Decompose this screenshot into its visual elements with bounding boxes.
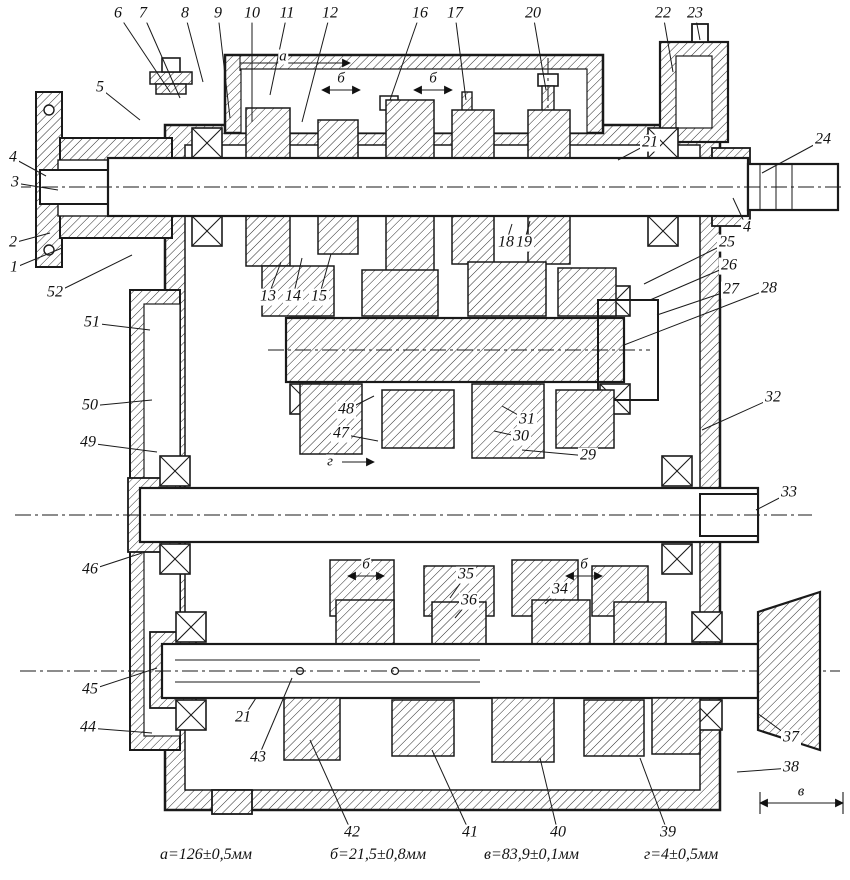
bevel-gear [756, 590, 822, 752]
part-number-7: 7 [137, 4, 149, 23]
part-number-25: 25 [717, 233, 737, 252]
part-number-3: 3 [9, 173, 21, 192]
dim-letter-б: б [361, 556, 371, 573]
part-number-28: 28 [759, 279, 779, 298]
dimension-b: б=21,5±0,8мм [330, 846, 427, 863]
dim-letter-а: а [278, 48, 288, 65]
part-number-35: 35 [456, 565, 476, 584]
part-number-44: 44 [78, 718, 98, 737]
part-number-2: 2 [7, 233, 19, 252]
dim-letter-г: г [326, 453, 334, 470]
part-number-34: 34 [550, 580, 570, 599]
part-number-47: 47 [331, 424, 351, 443]
part-number-8: 8 [179, 4, 191, 23]
part-number-40: 40 [548, 823, 568, 842]
dimension-arrows [239, 55, 844, 814]
dim-letter-в: в [796, 783, 806, 800]
part-number-10: 10 [242, 4, 262, 23]
gears-below-bottom-shaft [283, 697, 701, 763]
part-number-11: 11 [277, 4, 297, 23]
part-number-5: 5 [94, 78, 106, 97]
part-number-43: 43 [248, 748, 268, 767]
part-number-36: 36 [459, 591, 479, 610]
intermediate-shaft [268, 299, 659, 401]
part-number-51: 51 [82, 313, 102, 332]
part-number-20: 20 [523, 4, 543, 23]
dim-letter-б: б [336, 70, 346, 87]
part-number-15: 15 [309, 287, 329, 306]
part-number-41: 41 [460, 823, 480, 842]
dim-letter-б: б [428, 70, 438, 87]
part-number-14: 14 [283, 287, 303, 306]
part-number-19: 19 [514, 233, 534, 252]
part-number-39: 39 [658, 823, 678, 842]
part-number-48: 48 [336, 400, 356, 419]
part-number-32: 32 [763, 388, 783, 407]
dim-letter-б: б [579, 556, 589, 573]
part-number-4: 4 [7, 148, 19, 167]
dimension-g: г=4±0,5мм [644, 846, 719, 863]
part-number-9: 9 [212, 4, 224, 23]
part-number-27: 27 [721, 280, 741, 299]
part-number-42: 42 [342, 823, 362, 842]
part-number-38: 38 [781, 758, 801, 777]
part-number-12: 12 [320, 4, 340, 23]
part-number-4: 4 [741, 218, 753, 237]
part-number-23: 23 [685, 4, 705, 23]
part-number-26: 26 [719, 256, 739, 275]
part-number-37: 37 [781, 728, 801, 747]
part-number-24: 24 [813, 130, 833, 149]
dimension-v: в=83,9±0,1мм [484, 846, 579, 863]
part-number-16: 16 [410, 4, 430, 23]
dimension-a: а=126±0,5мм [160, 846, 252, 863]
middle-shaft [15, 486, 812, 544]
part-number-50: 50 [80, 396, 100, 415]
part-number-30: 30 [511, 427, 531, 446]
part-number-31: 31 [517, 410, 537, 429]
part-number-22: 22 [653, 4, 673, 23]
part-number-46: 46 [80, 560, 100, 579]
part-number-29: 29 [578, 446, 598, 465]
part-number-18: 18 [496, 233, 516, 252]
part-number-45: 45 [80, 680, 100, 699]
part-number-13: 13 [258, 287, 278, 306]
part-number-1: 1 [8, 258, 20, 277]
gears-above-bottom-shaft [335, 599, 667, 645]
part-number-21: 21 [640, 133, 660, 152]
part-number-49: 49 [78, 433, 98, 452]
part-number-52: 52 [45, 283, 65, 302]
part-number-33: 33 [779, 483, 799, 502]
part-number-6: 6 [112, 4, 124, 23]
part-number-17: 17 [445, 4, 465, 23]
part-number-21: 21 [233, 708, 253, 727]
